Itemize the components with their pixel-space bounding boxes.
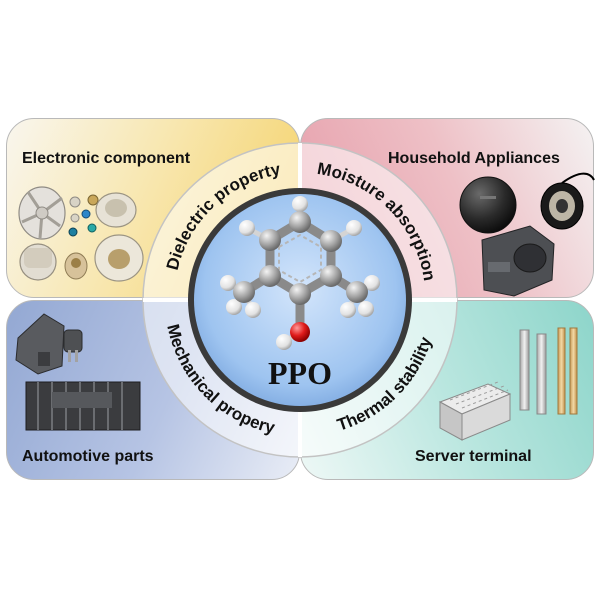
speaker-disc: [459, 176, 517, 234]
automotive-parts-label: Automotive parts: [22, 448, 154, 465]
pump-housing: [481, 225, 555, 297]
small-bushing-part: [70, 213, 80, 223]
server-terminal-label: Server terminal: [415, 448, 532, 465]
ppo-molecule: [220, 196, 380, 350]
household-appliances-illustration: [459, 172, 595, 297]
electronic-parts-illustration: [18, 186, 144, 282]
fan-hub-part: [19, 243, 57, 281]
blue-insulator-part: [81, 209, 91, 219]
household-appliances-label: Household Appliances: [388, 150, 560, 167]
impeller-part: [18, 186, 66, 240]
metal-rail-1: [519, 329, 530, 411]
plug-part: [63, 329, 83, 362]
connector-housing: [15, 313, 65, 375]
oxygen-atom: [290, 322, 310, 342]
teal-insulator-part: [68, 227, 78, 237]
cyan-insulator-part: [87, 223, 97, 233]
server-terminal-illustration: [438, 327, 578, 441]
fan-motor: [540, 172, 595, 230]
ecu-module: [25, 381, 141, 431]
socket-part: [64, 252, 88, 280]
metal-rail-2: [536, 333, 547, 415]
small-gear-part: [69, 196, 81, 208]
multi-pin-connector: [438, 381, 512, 441]
wood-strip-2: [569, 327, 578, 415]
automotive-parts-illustration: [15, 313, 141, 431]
electronic-component-label: Electronic component: [22, 150, 191, 167]
brass-ring-part: [87, 194, 99, 206]
cup-housing-part: [95, 192, 137, 228]
large-housing-part: [94, 234, 144, 282]
wood-strip-1: [557, 327, 566, 415]
ppo-title: PPO: [268, 355, 332, 391]
